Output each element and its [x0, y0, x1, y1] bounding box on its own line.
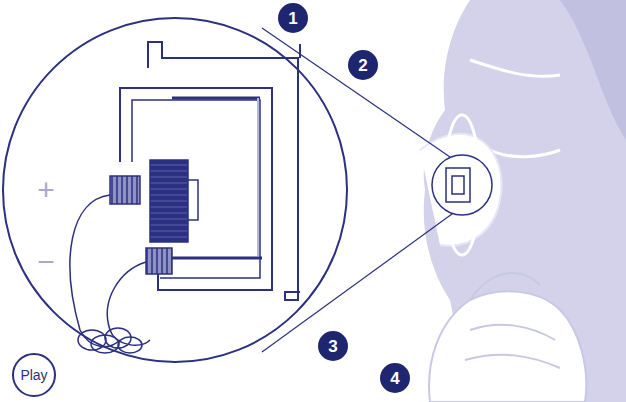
callout-number-text: 4	[390, 370, 399, 387]
play-button-text: Play	[20, 368, 47, 382]
polarity-minus: −	[37, 247, 55, 277]
callout-number-text: 2	[358, 57, 367, 74]
callout-number-text: 3	[328, 338, 337, 355]
callout-number-text: 1	[288, 10, 297, 27]
callout-number: 3	[318, 331, 348, 361]
callout-number: 1	[278, 3, 308, 33]
polarity-plus: +	[37, 175, 55, 205]
callout-number: 4	[380, 363, 410, 393]
play-button: Play	[12, 353, 56, 397]
callout-number: 2	[348, 50, 378, 80]
